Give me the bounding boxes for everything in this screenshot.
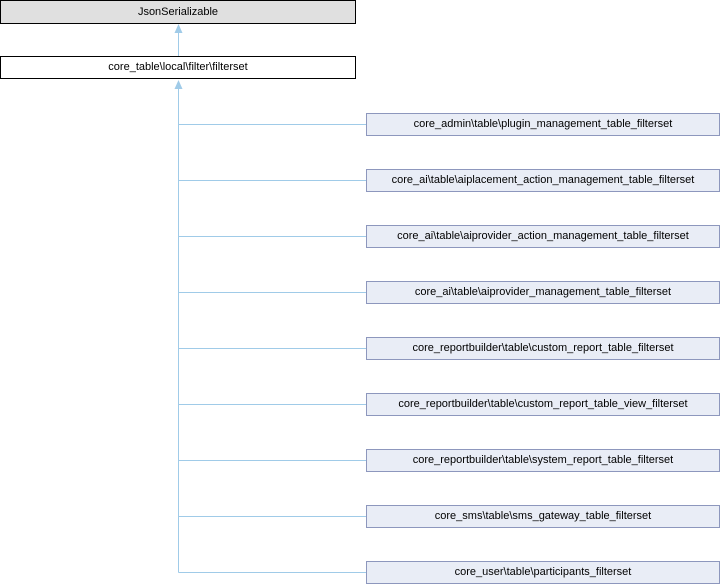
derived-class-list: core_admin\table\plugin_management_table… [366,113,720,584]
derived-class-label: core_admin\table\plugin_management_table… [413,118,673,130]
arrowhead-up-icon [174,24,183,33]
derived-class-label: core_ai\table\aiprovider_action_manageme… [397,230,689,242]
derived-class-node[interactable]: core_reportbuilder\table\custom_report_t… [366,393,720,416]
derived-class-node[interactable]: core_reportbuilder\table\custom_report_t… [366,337,720,360]
derived-class-label: core_reportbuilder\table\custom_report_t… [412,342,674,354]
current-class-label: core_table\local\filter\filterset [108,61,248,73]
derived-class-node[interactable]: core_admin\table\plugin_management_table… [366,113,720,136]
derived-class-label: core_reportbuilder\table\system_report_t… [412,454,674,466]
parent-class-label: JsonSerializable [137,5,219,18]
derived-class-node[interactable]: core_user\table\participants_filterset [366,561,720,584]
parent-class-node[interactable]: JsonSerializable [0,0,356,24]
derived-class-label: core_user\table\participants_filterset [454,566,632,578]
derived-class-node[interactable]: core_ai\table\aiprovider_management_tabl… [366,281,720,304]
derived-class-label: core_sms\table\sms_gateway_table_filters… [434,510,652,522]
derived-class-label: core_reportbuilder\table\custom_report_t… [398,398,688,410]
derived-class-node[interactable]: core_sms\table\sms_gateway_table_filters… [366,505,720,528]
derived-class-node[interactable]: core_ai\table\aiprovider_action_manageme… [366,225,720,248]
derived-class-label: core_ai\table\aiprovider_management_tabl… [414,286,672,298]
current-class-node[interactable]: core_table\local\filter\filterset [0,56,356,79]
derived-class-label: core_ai\table\aiplacement_action_managem… [391,174,695,186]
derived-class-node[interactable]: core_reportbuilder\table\system_report_t… [366,449,720,472]
derived-class-node[interactable]: core_ai\table\aiplacement_action_managem… [366,169,720,192]
arrowhead-up-icon [174,80,183,89]
